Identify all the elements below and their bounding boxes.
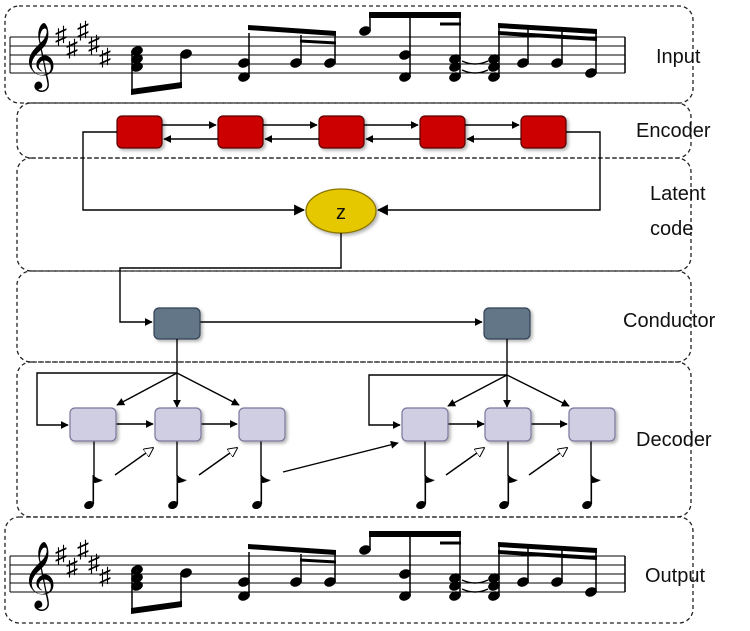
latent-to-conductor-arrow [119,233,342,326]
decoder-cell [484,407,532,442]
decoder-section-border [16,361,692,518]
decoder-note-icon [250,474,272,512]
latent-label-line2: code [650,218,693,240]
decoder-cell [401,407,449,442]
latent-label-line1: Latent [650,183,706,205]
decoder-cell [69,407,117,442]
conductor-label: Conductor [623,310,716,332]
latent-node-label: z [336,202,346,224]
conductor-cell [483,307,531,340]
decoder-note-icon [166,474,188,512]
decoder-cell [154,407,202,442]
output-label: Output [645,565,705,587]
conductor-section-border [16,270,692,363]
encoder-cell [318,115,365,149]
encoder-cell [419,115,466,149]
input-staff [8,10,627,97]
output-staff [8,529,627,616]
encoder-cell [520,115,567,149]
encoder-cell [116,115,163,149]
input-label: Input [656,46,701,68]
encoder-cell [217,115,264,149]
decoder-label: Decoder [636,429,712,451]
decoder-note-icon [414,474,436,512]
encoder-label: Encoder [636,120,711,142]
decoder-note-icon [580,474,602,512]
decoder-note-icon [497,474,519,512]
latent-arrows [82,131,601,216]
decoder-note-icon [82,474,104,512]
latent-section-border [16,157,692,272]
decoder-cell [238,407,286,442]
encoder-cells [116,115,567,149]
decoder-group-1-arrows [36,339,399,476]
decoder-cell [568,407,616,442]
conductor-cell [153,307,201,340]
encoder-arrows [162,121,521,143]
decoder-group-2-arrows [368,339,592,476]
output-section-border [4,516,694,624]
